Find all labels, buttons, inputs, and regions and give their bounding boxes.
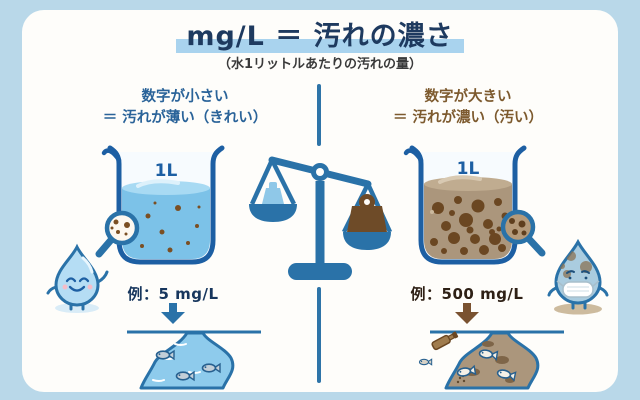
water-highlight — [136, 179, 180, 188]
light-speck — [430, 210, 434, 214]
dirty-beaker-icon: 1L — [403, 145, 527, 265]
blush — [87, 284, 93, 290]
dirty-magnifier-icon — [500, 209, 546, 257]
center-divider-top — [317, 84, 321, 146]
water-highlight — [438, 175, 482, 184]
light-weight — [262, 182, 284, 204]
left-pan — [249, 204, 297, 222]
left-hanger — [249, 158, 297, 206]
trash-bottle-icon — [431, 331, 459, 351]
clean-river-icon — [127, 330, 261, 390]
polluted-river-icon — [418, 330, 564, 390]
magnified-particles — [509, 218, 527, 236]
sick-water-drop-icon — [547, 238, 609, 315]
dirty-heading-line1: 数字が大きい — [424, 89, 512, 105]
dead-fish-icon — [456, 349, 517, 382]
happy-face — [65, 277, 90, 292]
magnifier-handle — [95, 236, 115, 258]
happy-water-drop-icon — [46, 243, 109, 313]
drop-shadow — [55, 303, 99, 313]
right-pan — [343, 232, 391, 250]
drop-highlight — [81, 256, 94, 274]
balance-scale-icon — [249, 156, 392, 280]
dirty-beaker-volume-label: 1L — [457, 159, 480, 179]
dirty-side-heading: 数字が大きい ＝ 汚れが濃い（汚い） — [322, 87, 614, 129]
magnifier-handle — [525, 235, 546, 257]
small-fish-icon — [418, 358, 433, 366]
face-mask — [556, 280, 600, 298]
beaker-spout — [403, 148, 424, 163]
blush — [62, 284, 68, 290]
drop-arms — [547, 286, 609, 297]
center-divider-bottom — [317, 287, 321, 383]
magnified-particles — [110, 219, 130, 236]
clean-example-label: 例：5 mg/L — [127, 285, 219, 303]
clean-heading-line2: ＝ 汚れが薄い（きれい） — [102, 110, 268, 126]
magnifier-lens — [500, 209, 536, 245]
dirty-down-arrow-icon — [455, 303, 479, 324]
clean-magnifier-icon — [95, 210, 140, 258]
drop-body — [54, 243, 100, 307]
dirty-example-label: 例：500 mg/L — [410, 285, 524, 303]
few-particles — [140, 201, 201, 253]
page-title: mg/L ＝ 汚れの濃さ — [176, 14, 464, 53]
header: mg/L ＝ 汚れの濃さ — [0, 14, 640, 53]
clean-beaker-volume-label: 1L — [155, 161, 178, 181]
page-subtitle: （水1リットルあたりの汚れの量） — [217, 57, 423, 72]
clean-heading-line1: 数字が小さい — [141, 89, 229, 105]
clean-beaker-icon: 1L — [101, 145, 225, 265]
beaker-spout — [101, 148, 122, 163]
drop-shadow — [554, 303, 602, 315]
river-water — [444, 331, 540, 390]
fish-icon — [155, 349, 221, 382]
worried-face — [566, 270, 590, 274]
dirty-heading-line2: ＝ 汚れが濃い（汚い） — [392, 110, 544, 126]
clean-down-arrow-icon — [161, 303, 185, 324]
heavy-weight — [347, 194, 387, 232]
scale-base — [288, 263, 352, 280]
clean-side-heading: 数字が小さい ＝ 汚れが薄い（きれい） — [40, 87, 330, 129]
